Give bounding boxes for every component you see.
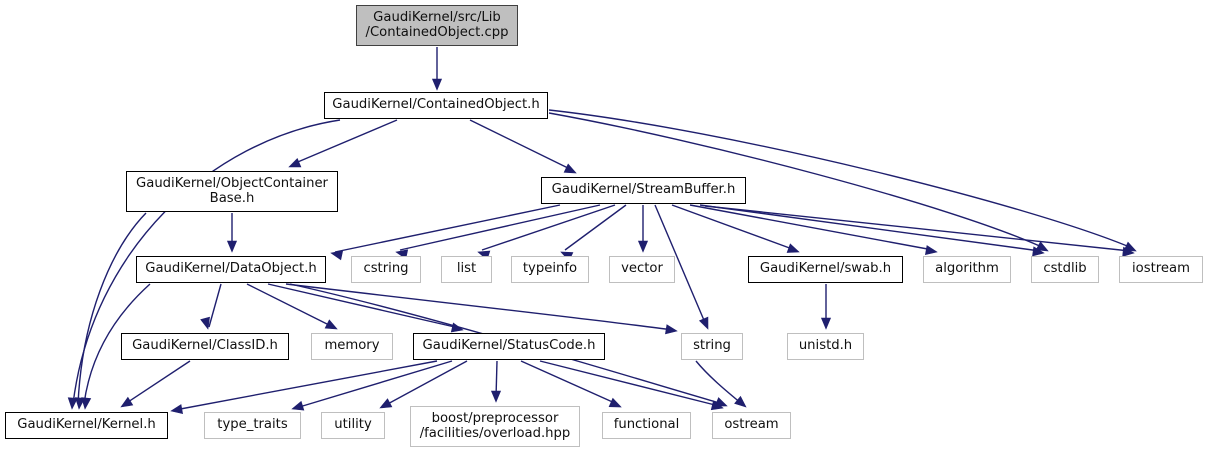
arrowhead-dataobject-memory [324,319,338,330]
edge-dataobject-to-memory [246,283,334,328]
arrowhead-containedobject-streambuffer [563,163,577,174]
edge-streambuffer-to-typeinfo [564,204,627,251]
arrowhead-statuscode-typetraits [291,400,305,411]
arrowhead-dataobject-string [665,324,678,335]
arrowhead-streambuffer-vector [637,240,649,253]
arrowhead-streambuffer-cstdlib [1032,246,1045,257]
edge-containedobject-to-cstdlib [548,112,1045,249]
node-ostream[interactable]: ostream [712,412,791,439]
edge-streambuffer-to-iostream [704,205,1131,252]
node-utility[interactable]: utility [321,412,385,439]
arrowhead-streambuffer-swab [786,243,800,253]
arrowhead-statuscode-utility [379,398,393,409]
arrowhead-statuscode-ostream [710,400,724,411]
arrowhead-streambuffer-algorithm [924,245,938,256]
arrowhead-root-containedobject [431,78,443,91]
edge-containedobject-to-objectcontainer [292,119,398,165]
node-statuscode[interactable]: GaudiKernel/StatusCode.h [413,333,605,360]
node-memory[interactable]: memory [311,333,393,360]
arrowhead-statuscode-functional [608,397,622,408]
node-cstdlib[interactable]: cstdlib [1031,256,1099,283]
node-unistd[interactable]: unistd.h [787,333,864,360]
arrowhead-dataobject-kernel [81,397,92,410]
edge-dataobject-to-string [285,283,674,331]
edge-dataobject-to-kernel [83,283,151,405]
edge-statuscode-to-ostream [539,360,720,407]
edge-containedobject-to-iostream [548,109,1133,249]
node-containedobject[interactable]: GaudiKernel/ContainedObject.h [324,92,548,119]
node-streambuffer[interactable]: GaudiKernel/StreamBuffer.h [541,177,746,204]
node-root[interactable]: GaudiKernel/src/Lib /ContainedObject.cpp [356,5,518,46]
node-cstring[interactable]: cstring [351,256,421,283]
arrowhead-containedobject-cstdlib [1035,241,1049,252]
node-algorithm[interactable]: algorithm [923,256,1011,283]
node-list[interactable]: list [441,256,492,283]
arrowhead-containedobject-kernel [67,397,78,410]
arrowhead-statuscode-boost [490,390,502,403]
node-typeinfo[interactable]: typeinfo [511,256,589,283]
node-swab[interactable]: GaudiKernel/swab.h [748,256,903,283]
edge-streambuffer-to-swab [671,204,796,251]
edge-dataobject-to-classid [208,283,222,328]
edge-streambuffer-to-algorithm [689,204,934,251]
node-iostream[interactable]: iostream [1119,256,1203,283]
edge-objectcontainer-to-kernel [77,212,147,405]
arrowhead-objectcontainer-dataobject [226,240,238,253]
edge-statuscode-to-typetraits [295,360,453,409]
node-typetraits[interactable]: type_traits [204,412,301,439]
edge-streambuffer-to-dataobject [334,204,561,253]
node-vector[interactable]: vector [609,256,675,283]
arrowhead-dataobject-classid [200,316,210,330]
node-string[interactable]: string [681,333,743,360]
edge-streambuffer-to-string [654,204,707,326]
arrowhead-streambuffer-string [698,316,709,330]
node-objectcontainer[interactable]: GaudiKernel/ObjectContainer Base.h [126,171,338,212]
node-classid[interactable]: GaudiKernel/ClassID.h [121,333,289,360]
edge-statuscode-to-kernel [174,360,438,411]
edge-statuscode-to-utility [383,360,468,407]
arrowhead-containedobject-objectcontainer [288,157,302,168]
node-dataobject[interactable]: GaudiKernel/DataObject.h [136,256,326,283]
edge-streambuffer-to-cstdlib [699,204,1041,252]
arrowhead-statuscode-kernel [170,404,184,415]
edge-streambuffer-to-cstring [399,204,601,251]
arrowhead-string-ostream [734,395,747,408]
edge-streambuffer-to-list [481,204,616,251]
arrowhead-streambuffer-iostream [1122,246,1135,257]
arrowhead-swab-unistd [820,317,832,330]
edge-dataobject-to-statuscode [267,283,460,329]
node-kernel[interactable]: GaudiKernel/Kernel.h [5,412,168,439]
node-functional[interactable]: functional [602,412,691,439]
arrowhead-classid-kernel [120,396,134,408]
arrowhead-dataobject-statuscode [450,322,464,333]
edge-containedobject-to-streambuffer [469,119,573,171]
edge-statuscode-to-functional [520,360,618,405]
arrowhead-streambuffer-dataobject [330,250,344,261]
node-boostoverload[interactable]: boost/preprocessor /facilities/overload.… [410,406,580,447]
edge-classid-to-kernel [124,360,191,405]
